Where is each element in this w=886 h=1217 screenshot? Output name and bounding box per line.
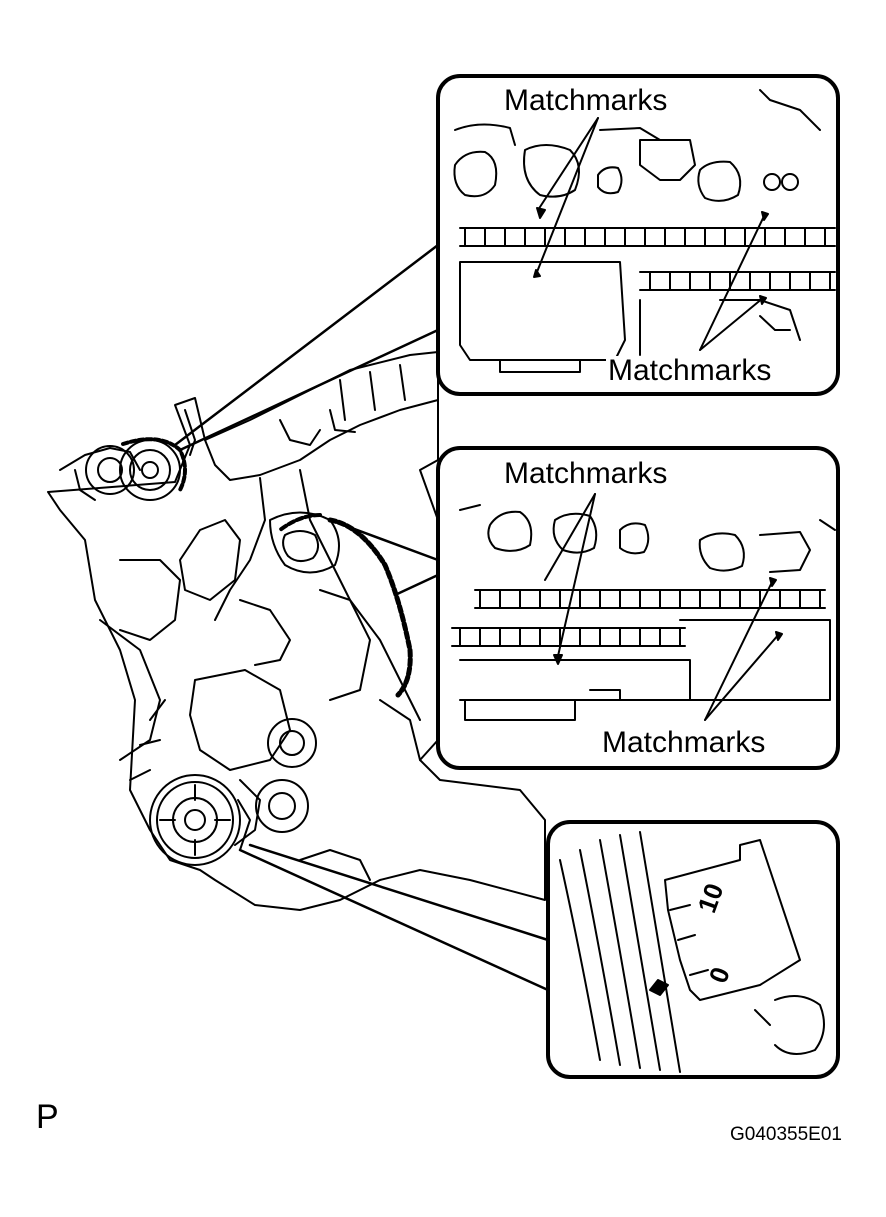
- matchmarks-label-top-lower: Matchmarks: [606, 354, 774, 387]
- upper-camshaft-sprocket: [85, 437, 187, 501]
- matchmarks-label-middle-lower: Matchmarks: [600, 726, 768, 759]
- view-letter: P: [36, 1098, 59, 1136]
- crankshaft-pulley: [149, 774, 251, 866]
- matchmarks-label-top-upper: Matchmarks: [502, 84, 670, 117]
- middle-callout: [436, 446, 840, 770]
- top-callout: [436, 74, 840, 396]
- matchmarks-label-middle-upper: Matchmarks: [502, 457, 670, 490]
- timing-chain: [278, 513, 413, 698]
- figure-code: G040355E01: [730, 1124, 842, 1145]
- callout-leader-lines: [173, 243, 550, 992]
- engine-block: [47, 351, 546, 911]
- idler-pulleys: [255, 718, 317, 833]
- bottom-callout: [546, 820, 840, 1079]
